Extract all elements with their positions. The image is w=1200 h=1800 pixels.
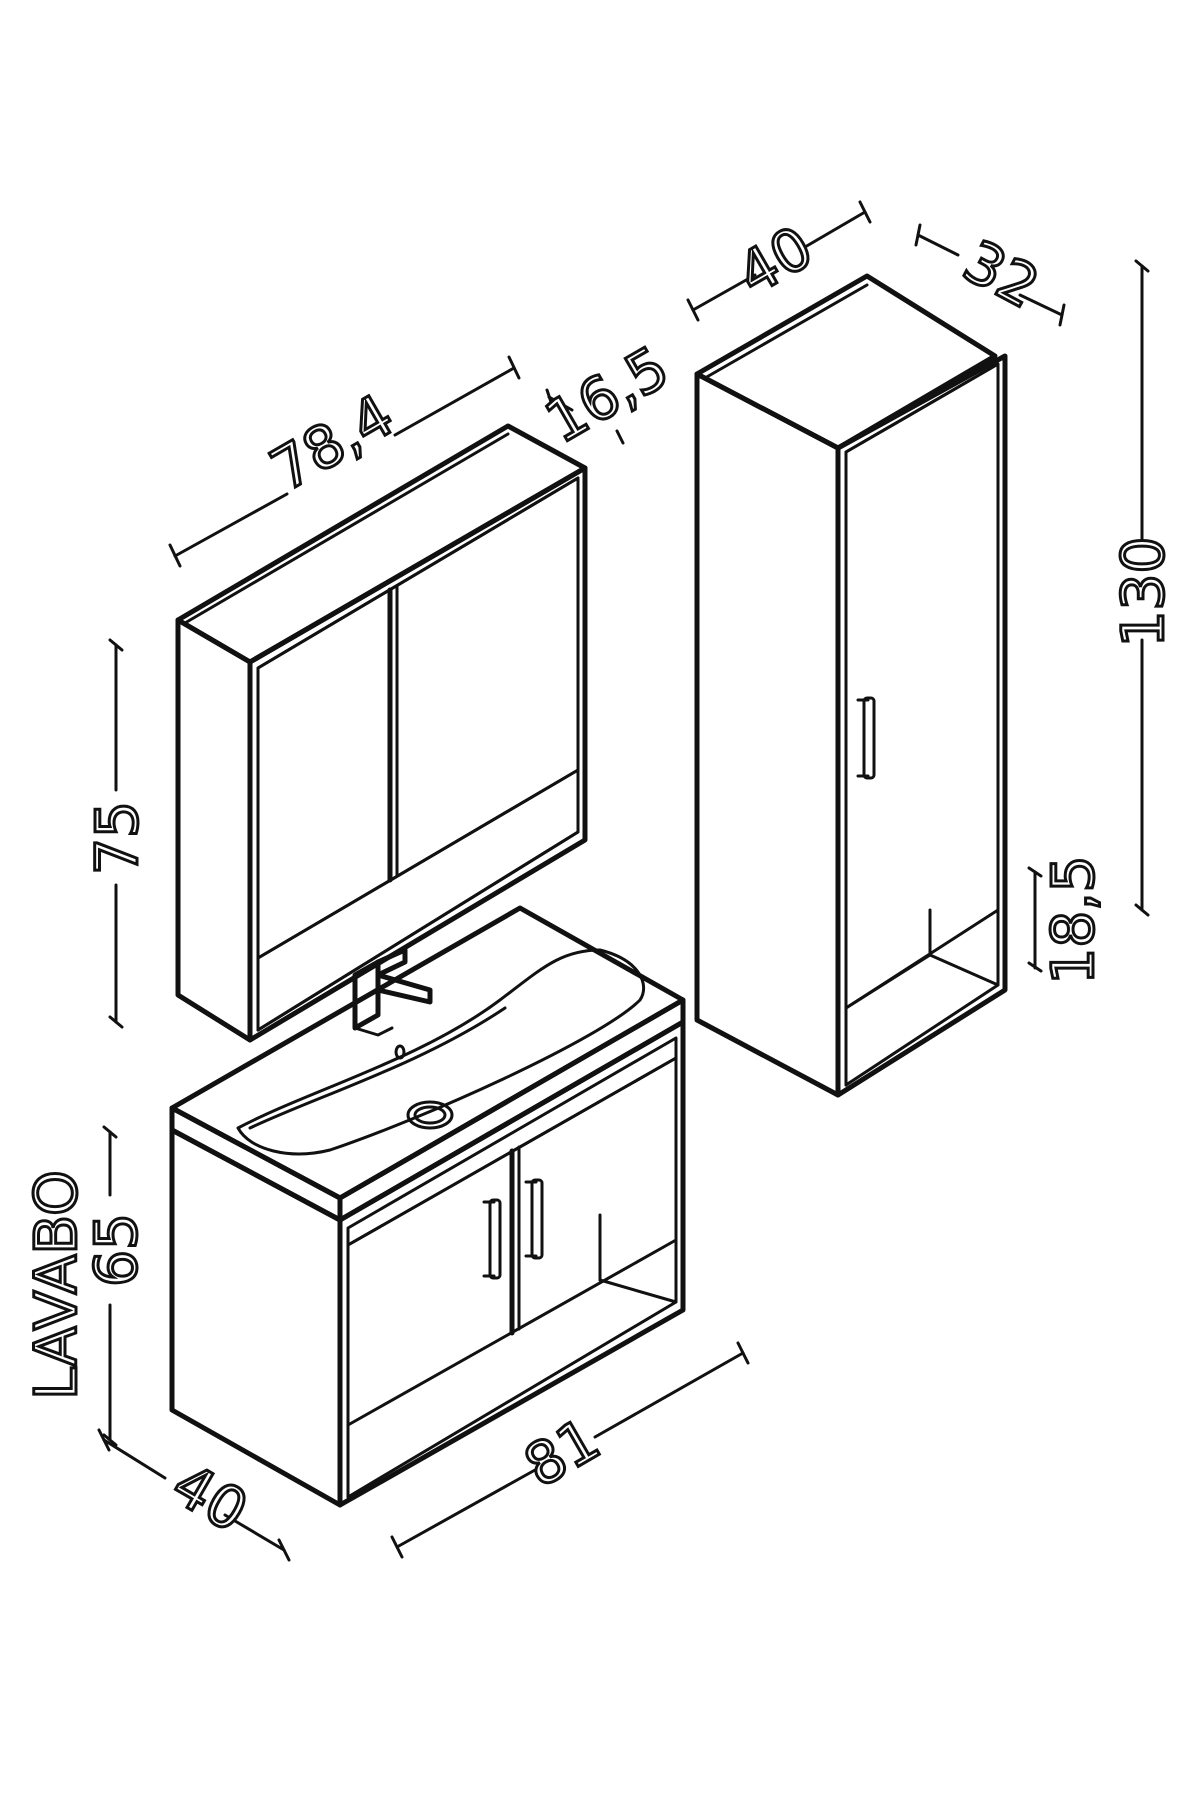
mirror-cabinet-width-label: 78,4 (259, 381, 405, 504)
vanity-height-label: 65 (82, 1213, 150, 1287)
mirror-cabinet-depth-label: 16,5 (534, 333, 680, 456)
mirror-cabinet (175, 423, 588, 1043)
tall-cabinet-shelf-label: 18,5 (1039, 855, 1107, 984)
vanity-depth-label: 40 (161, 1450, 259, 1546)
vanity-width-label: 81 (513, 1405, 611, 1501)
tall-cabinet-height-label: 130 (1109, 537, 1177, 648)
dimension-lines (97, 200, 1150, 1562)
vanity-unit (169, 905, 686, 1508)
tall-cabinet-depth-label: 32 (953, 227, 1050, 322)
tall-cabinet (694, 273, 1008, 1098)
tall-cabinet-width-label: 40 (726, 213, 824, 309)
vanity-label: LAVABO (22, 1170, 90, 1400)
mirror-cabinet-height-label: 75 (83, 801, 151, 875)
